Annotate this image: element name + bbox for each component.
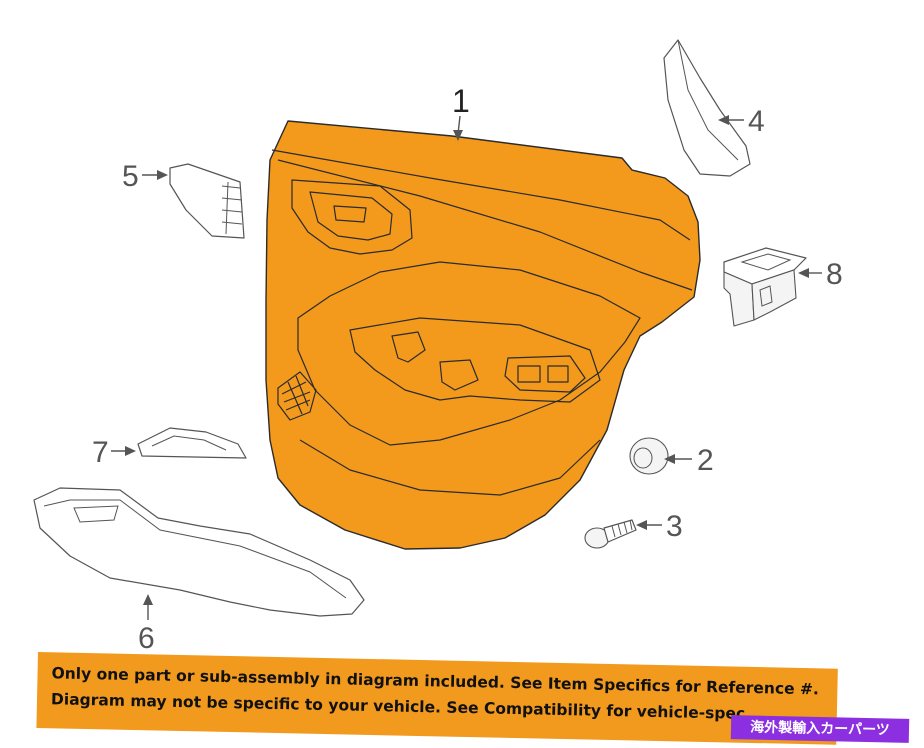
callout-arrow-2 [664,454,675,464]
door-map-pocket-line [299,439,601,496]
grommet-inner [633,447,653,469]
bezel-part-7 [137,427,247,459]
armrest-body [33,487,365,617]
door-panel-upper-rail [271,149,691,241]
armrest-switch-opening [73,505,119,523]
callout-label-7: 7 [92,436,109,469]
callout-arrow-8 [798,268,809,278]
store-badge: 海外製輸入カーパーツ [730,715,910,743]
callout-7: 7 [92,436,136,469]
window-switch-part-8 [723,247,807,327]
callout-label-5: 5 [122,160,139,193]
door-armrest-contour [297,261,641,446]
callout-arrow-6 [143,594,153,605]
corner-trim-body [663,39,751,177]
sail-trim-clips [221,181,243,235]
disclaimer-line-2: Diagram may not be specific to your vehi… [50,690,746,723]
door-panel-belt-line [277,159,693,291]
bezel-body [137,427,247,459]
door-switch-slot-left [391,331,426,363]
callout-4: 4 [718,105,765,138]
door-trim-panel-part-1 [265,120,701,550]
callout-label-3: 3 [666,510,683,543]
door-panel-body [265,120,701,550]
callout-arrow-5 [157,170,168,180]
callout-6: 6 [138,594,155,655]
screw-thread [611,519,633,538]
screw-part-3 [584,519,637,549]
callout-arrow-4 [718,115,729,125]
door-switch-slot-center [439,359,479,391]
door-pull-handle-inner [309,191,393,241]
callout-2: 2 [664,444,714,477]
armrest-top-contour [43,499,347,599]
callout-5: 5 [122,160,168,193]
door-switch-buttons [517,365,569,383]
switch-rocker [740,253,792,271]
door-switch-slot-right [504,355,586,393]
callout-arrow-1 [453,130,463,141]
callout-label-4: 4 [748,105,765,138]
callout-label-1: 1 [452,83,470,119]
bezel-inner [151,435,227,451]
door-pull-handle-recess [291,179,413,255]
callout-label-2: 2 [697,444,714,477]
callout-label-8: 8 [826,258,843,291]
switch-connector [759,285,773,307]
callout-label-6: 6 [138,622,155,655]
door-switch-bezel [349,317,601,403]
callout-3: 3 [636,510,683,543]
grommet-outer [629,437,669,475]
switch-side-face [751,269,797,321]
callout-arrow-7 [125,446,136,456]
callout-8: 8 [798,258,843,291]
sail-trim-body [169,163,245,239]
armrest-part-6 [33,487,365,617]
corner-trim-edge [677,39,739,161]
door-speaker-grille [277,371,317,421]
sail-trim-part-5 [169,163,245,239]
grommet-part-2 [629,437,669,475]
callout-1: 1 [452,83,470,141]
callout-arrow-3 [636,520,647,530]
corner-trim-part-4 [663,39,751,177]
door-handle-latch [333,205,367,223]
